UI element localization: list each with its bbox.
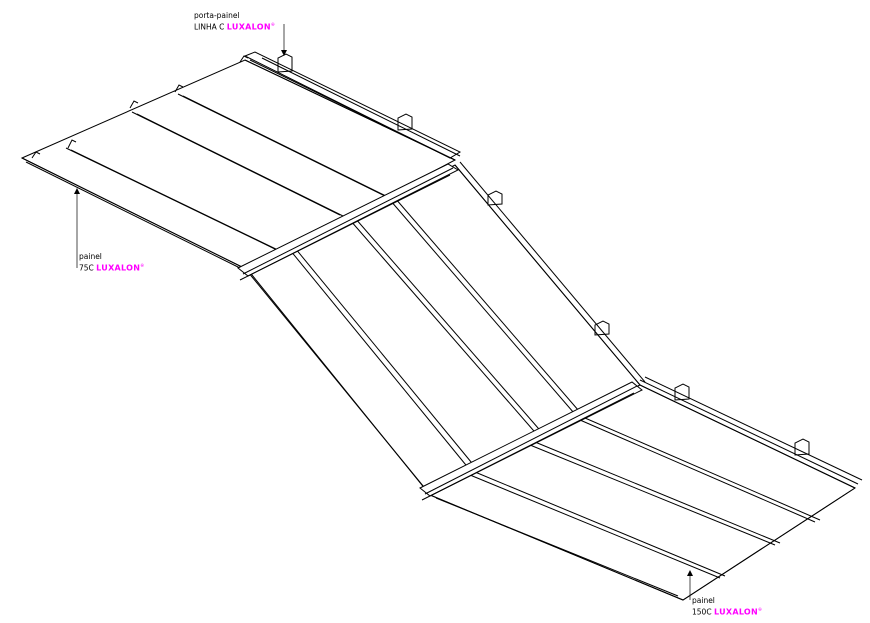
panel-150c-label-line1: painel	[692, 596, 715, 605]
leader-arrows	[74, 24, 693, 600]
brand-mark-75c: ®	[140, 263, 145, 268]
panel-75c-label: painel 75C LUXALON®	[79, 252, 145, 273]
carrier-label-line2: LINHA C LUXALON®	[194, 20, 275, 32]
panel-75c-label-type: 75C	[79, 263, 94, 273]
brand-mark-150c: ®	[758, 607, 763, 612]
carrier-label-type: LINHA C	[194, 22, 225, 32]
carrier-bar-cross-1	[237, 163, 460, 281]
carrier-bar-cross-2	[419, 381, 643, 501]
brand-logo-carrier: LUXALON	[226, 22, 271, 32]
brand-mark-carrier: ®	[270, 22, 276, 27]
panel-150c-label-line2: 150C LUXALON®	[692, 605, 762, 617]
panel-150c-label-type: 150C	[692, 607, 712, 617]
lower-panel-section	[428, 384, 857, 601]
carrier-rail-lower	[639, 376, 863, 485]
panel-75c-label-line1: painel	[79, 252, 102, 261]
carrier-label-line1: porta-painel	[194, 11, 240, 20]
brand-logo-150c: LUXALON	[713, 607, 759, 617]
panel-75c-label-line2: 75C LUXALON®	[79, 261, 145, 273]
carrier-rail-upper	[243, 51, 462, 161]
carrier-label: porta-painel LINHA C LUXALON®	[194, 11, 275, 32]
panel-150c-label: painel 150C LUXALON®	[692, 596, 762, 617]
brand-logo-75c: LUXALON	[96, 263, 141, 273]
